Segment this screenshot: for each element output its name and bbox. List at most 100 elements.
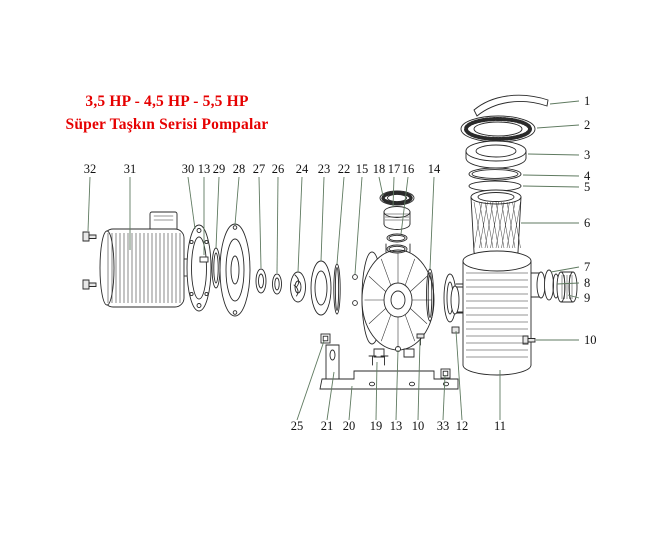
leader-line (276, 176, 279, 274)
callout-label: 30 (182, 162, 195, 176)
callout-label: 15 (356, 162, 369, 176)
leader-line (549, 100, 580, 105)
drawing-details-layer (107, 201, 573, 358)
callout-label: 6 (584, 216, 590, 230)
callout-label: 4 (584, 169, 591, 183)
callout-label: 10 (584, 333, 597, 347)
part-seal-plate (219, 223, 251, 317)
part-housing-screws (352, 274, 358, 306)
callout-label: 2 (584, 118, 590, 132)
callout-label: 25 (291, 419, 304, 433)
callout-label: 9 (584, 291, 590, 305)
part-shaft-key (199, 256, 209, 263)
part-diffuser (310, 260, 332, 316)
part-motor-flange (186, 224, 212, 312)
leader-line (392, 176, 395, 208)
part-lid (465, 140, 527, 169)
callout-label: 33 (437, 419, 450, 433)
callout-label: 23 (318, 162, 331, 176)
drawing-line (409, 308, 428, 324)
leader-line (455, 330, 463, 421)
part-base (319, 344, 459, 390)
callout-label: 31 (124, 162, 137, 176)
callout-label: 18 (373, 162, 386, 176)
leader-line (187, 176, 196, 230)
leader-line (326, 371, 335, 421)
leader-line (536, 124, 580, 129)
leader-line (354, 176, 363, 275)
part-strainer-basket (470, 189, 522, 259)
leader-line (336, 176, 345, 265)
part-lid-handle (473, 94, 549, 117)
part-tank-body (450, 250, 546, 376)
callout-label: 32 (84, 162, 97, 176)
leader-line (556, 282, 580, 285)
drawing-line (404, 258, 416, 286)
leader-line (400, 176, 409, 235)
part-washer-ring (211, 247, 221, 289)
part-housing-bolts (368, 326, 460, 366)
callout-label: 3 (584, 148, 590, 162)
leader-line (296, 340, 325, 421)
part-union-assembly (544, 269, 578, 303)
leader-line (297, 176, 303, 273)
part-pump-housing (361, 243, 435, 358)
part-trap-adapter (379, 190, 415, 254)
callout-label: 7 (584, 260, 590, 274)
callout-label: 11 (494, 419, 506, 433)
leader-line (378, 176, 384, 197)
callout-label: 21 (321, 419, 334, 433)
title-line-2: Süper Taşkın Serisi Pompalar (65, 116, 269, 133)
part-lock-ring (460, 115, 536, 143)
callout-label: 5 (584, 180, 590, 194)
part-housing-oring (333, 263, 341, 315)
callout-label: 16 (402, 162, 415, 176)
leader-line (429, 176, 435, 270)
leader-line (522, 185, 580, 188)
leader-line (87, 176, 91, 232)
leader-lines-layer (87, 100, 580, 421)
part-impeller (290, 271, 306, 303)
leader-line (258, 176, 262, 269)
callout-label: 13 (198, 162, 211, 176)
diagram-title: 3,5 HP - 4,5 HP - 5,5 HP Süper Taşkın Se… (38, 90, 296, 136)
callout-label: 24 (296, 162, 309, 176)
drawing-line (368, 308, 387, 324)
part-tank-bolt (522, 335, 536, 345)
callout-label: 22 (338, 162, 351, 176)
drawing-line (368, 276, 387, 292)
callout-label: 19 (370, 419, 383, 433)
leader-line (320, 176, 325, 262)
callout-label: 26 (272, 162, 285, 176)
part-square-nut-right (440, 368, 451, 379)
leader-line (395, 349, 399, 421)
callout-label: 20 (343, 419, 356, 433)
drawing-line (512, 201, 521, 249)
part-square-nut-left (320, 333, 331, 344)
leader-line (215, 176, 220, 249)
callout-label: 27 (253, 162, 266, 176)
callout-label: 29 (213, 162, 226, 176)
drawing-line (380, 258, 392, 286)
leader-line (550, 266, 580, 273)
callout-label: 8 (584, 276, 590, 290)
part-lid-oring (468, 167, 522, 181)
callout-label: 28 (233, 162, 246, 176)
part-mechanical-seal (255, 268, 267, 294)
callout-label: 10 (412, 419, 425, 433)
leader-line (417, 339, 421, 421)
callout-label: 14 (428, 162, 441, 176)
leader-line (234, 176, 240, 226)
part-left-bolts (82, 231, 97, 290)
leader-line (522, 174, 580, 177)
leader-line (442, 374, 446, 421)
callout-label: 17 (388, 162, 401, 176)
leader-line (375, 361, 378, 421)
drawing-line (409, 276, 428, 292)
callout-label: 13 (390, 419, 403, 433)
leader-line (348, 385, 353, 421)
part-motor (99, 211, 194, 308)
